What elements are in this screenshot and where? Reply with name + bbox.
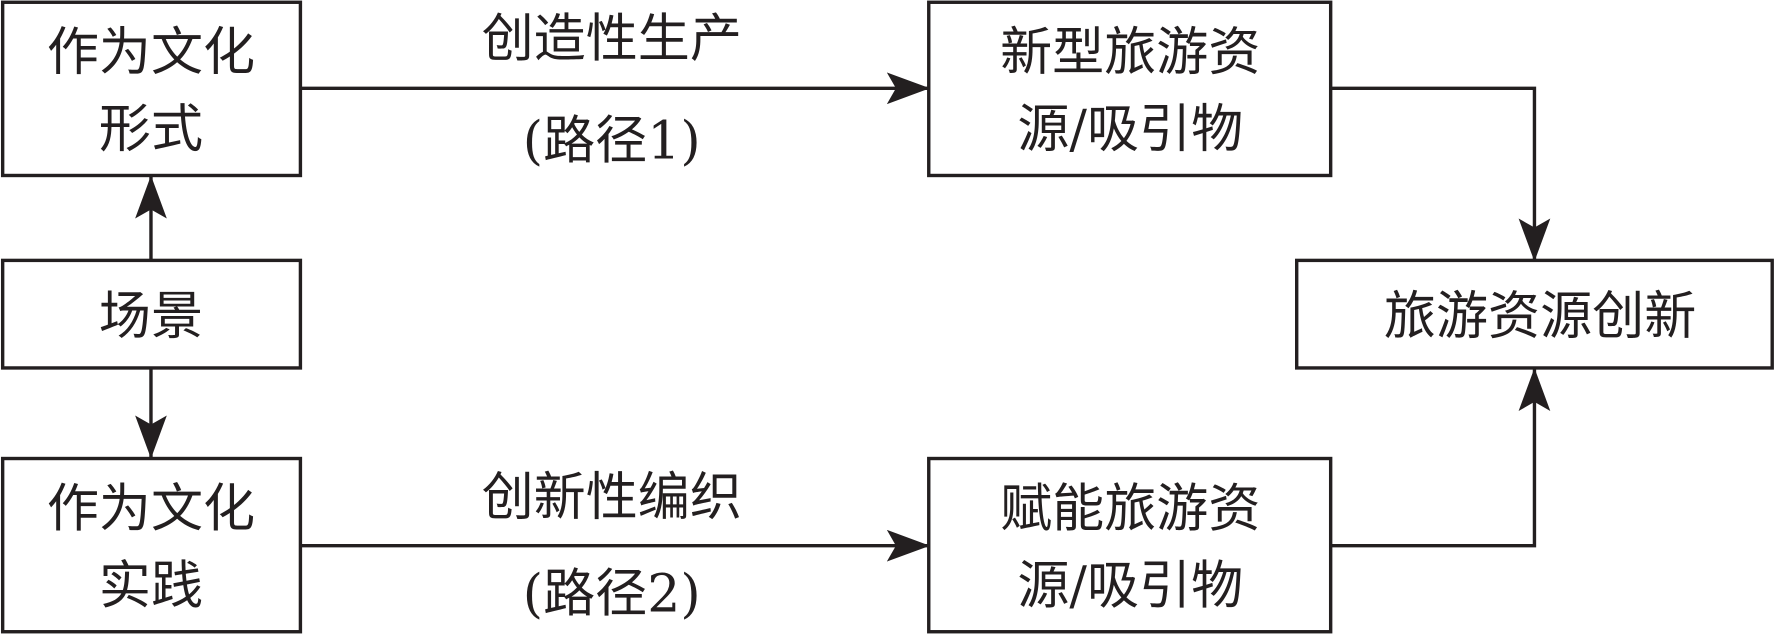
node-label: 场景	[99, 287, 203, 347]
node-label: 作为文化	[47, 23, 255, 83]
node-new-resources: 新型旅游资 源/吸引物	[927, 0, 1333, 178]
arrow-enabled-to-innovation	[1330, 367, 1551, 548]
path2-label: 创新性编织	[482, 468, 742, 528]
path1-name: (路径1)	[523, 111, 701, 171]
node-label: 源/吸引物	[1017, 556, 1243, 616]
node-label: 作为文化	[47, 479, 255, 539]
arrow-new-to-innovation	[1330, 86, 1551, 262]
node-scene: 场景	[0, 258, 303, 370]
node-label: 赋能旅游资	[1000, 479, 1260, 539]
node-enabled-resources: 赋能旅游资 源/吸引物	[927, 456, 1333, 634]
node-label: 源/吸引物	[1017, 100, 1243, 160]
node-label: 旅游资源创新	[1384, 287, 1696, 347]
node-label: 实践	[99, 556, 203, 616]
node-cultural-practice: 作为文化 实践	[0, 456, 303, 634]
node-label: 形式	[99, 100, 203, 160]
node-label: 新型旅游资	[1000, 23, 1260, 83]
path1-label: 创造性生产	[482, 10, 742, 70]
node-cultural-form: 作为文化 形式	[0, 0, 303, 178]
node-innovation: 旅游资源创新	[1295, 258, 1774, 370]
path2-name: (路径2)	[523, 564, 701, 624]
